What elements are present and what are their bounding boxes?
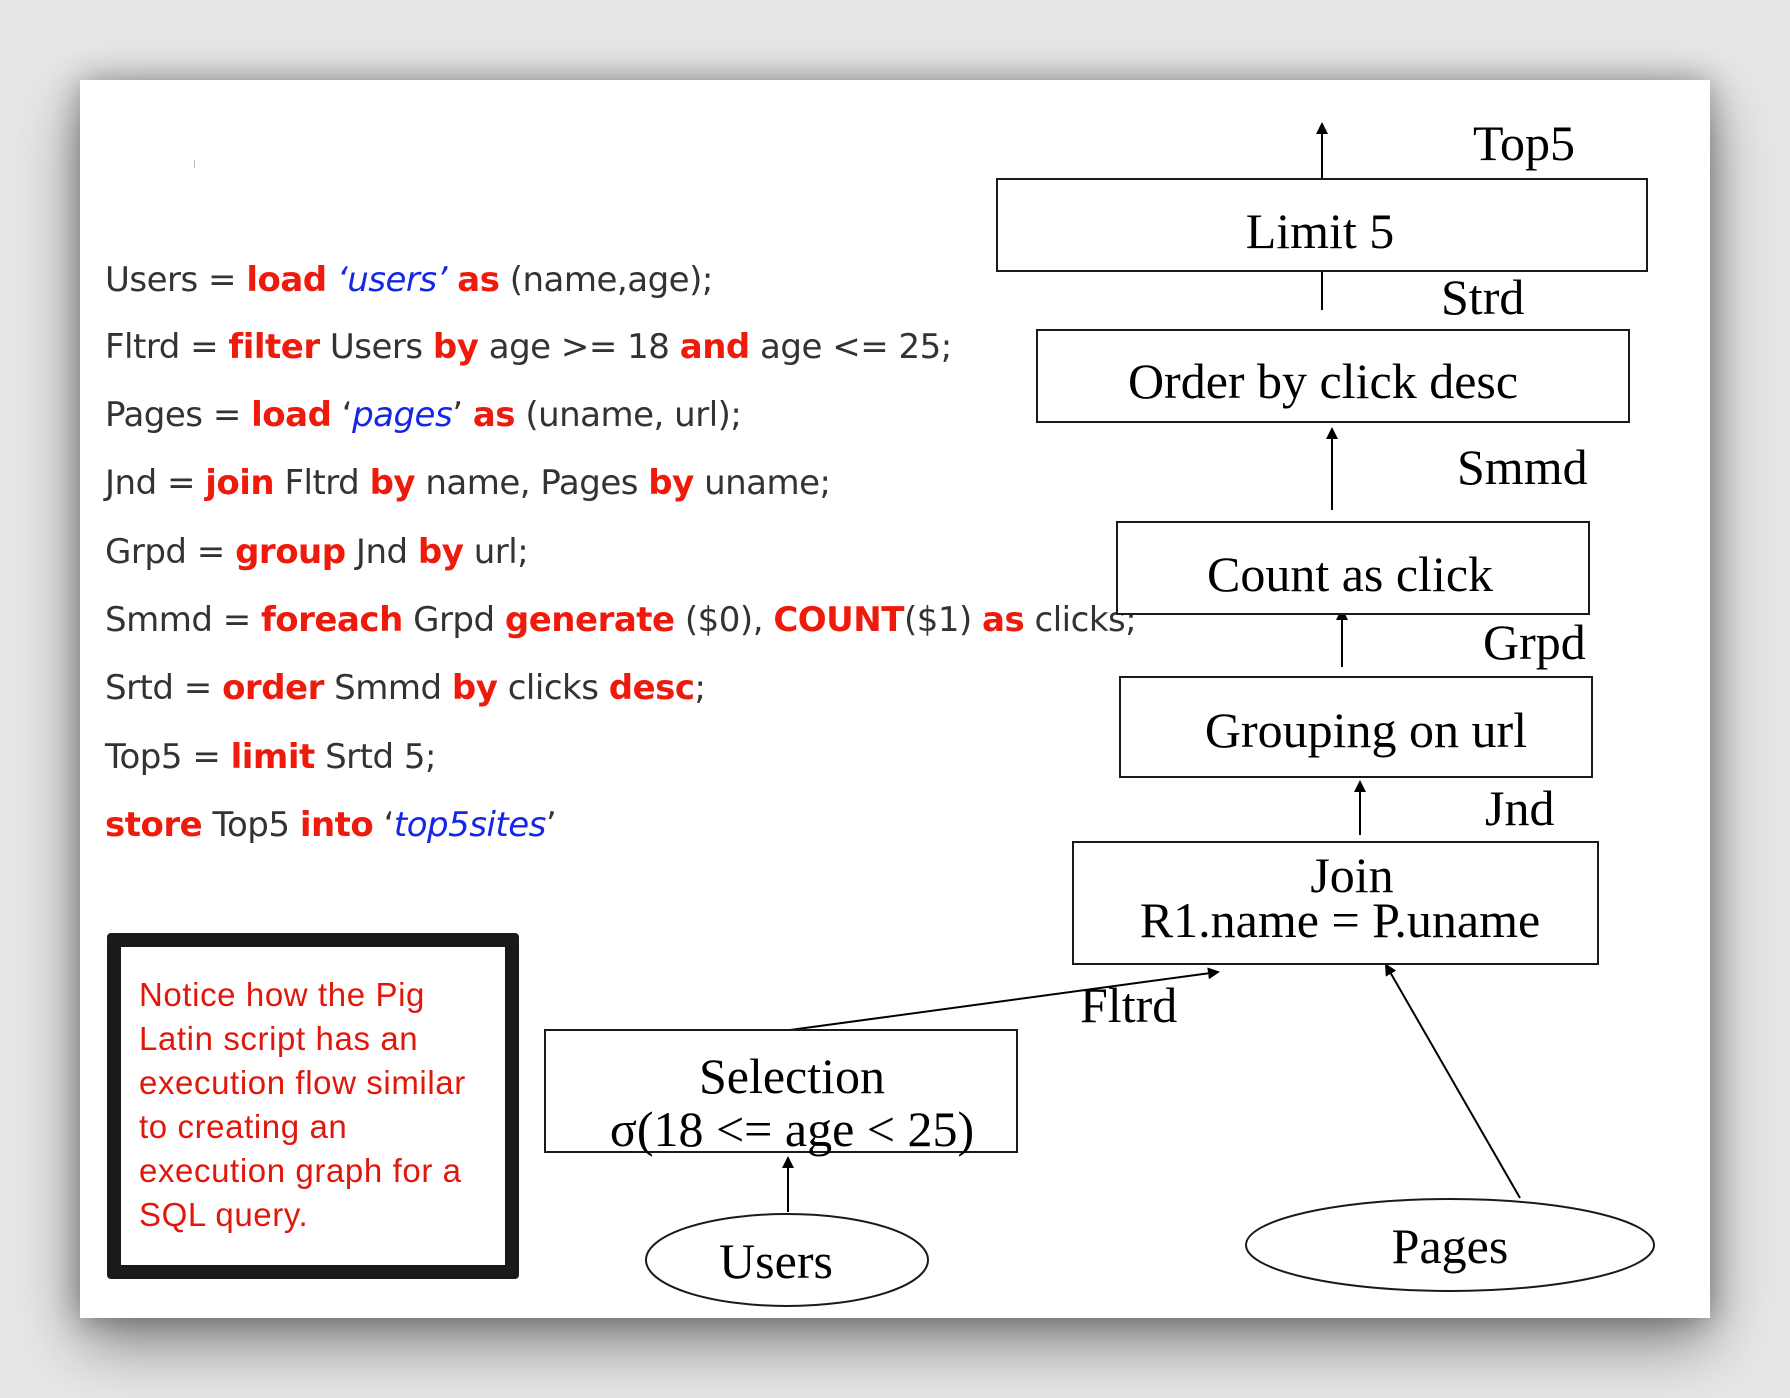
slide: Users = load ‘users’ as (name,age); Fltr… (80, 80, 1710, 1318)
code-text: Grpd (402, 600, 505, 640)
code-keyword: by (369, 463, 416, 503)
code-text: Jnd (345, 532, 418, 572)
node-join-label: Join (1310, 847, 1393, 903)
node-users-label: Users (719, 1233, 833, 1289)
code-line: Top5 = limit Srtd 5; (105, 737, 436, 777)
code-text: uname; (693, 463, 831, 503)
code-keyword: COUNT (773, 600, 904, 640)
code-text: ; (694, 668, 706, 708)
node-selection: Selection σ(18 <= age < 25) (544, 1029, 1018, 1157)
stray-mark (194, 160, 195, 168)
code-text: Srtd = (105, 668, 223, 708)
code-keyword: by (451, 668, 498, 708)
edge-label-jnd: Jnd (1485, 780, 1554, 836)
code-keyword: store (105, 805, 203, 845)
code-line: store Top5 into ‘top5sites’ (105, 805, 557, 845)
code-keyword: as (982, 600, 1025, 640)
node-selection-condition: σ(18 <= age < 25) (610, 1101, 974, 1157)
code-text: ‘ (331, 395, 353, 435)
code-text: Fltrd = (105, 327, 229, 367)
notice-text: Notice how the Pig Latin script has an e… (139, 976, 466, 1233)
code-text: Smmd (323, 668, 452, 708)
code-text: Grpd = (105, 532, 236, 572)
code-keyword: generate (504, 600, 675, 640)
code-line: Users = load ‘users’ as (name,age); (105, 260, 713, 300)
code-text: Srtd 5; (314, 737, 436, 777)
code-keyword: as (457, 260, 500, 300)
code-string: pages (352, 395, 453, 435)
code-text: clicks (497, 668, 609, 708)
code-text: Users (319, 327, 433, 367)
code-text: name, Pages (415, 463, 649, 503)
code-keyword: order (222, 668, 324, 708)
code-text: Users = (105, 260, 247, 300)
code-keyword: desc (608, 668, 695, 708)
node-selection-label: Selection (699, 1048, 885, 1104)
code-text: Jnd = (105, 463, 206, 503)
code-text: age >= 18 (478, 327, 680, 367)
node-order-label: Order by click desc (1128, 353, 1518, 409)
node-group-label: Grouping on url (1205, 702, 1527, 758)
code-text: Smmd = (105, 600, 262, 640)
edge-label-smmd: Smmd (1457, 439, 1588, 495)
node-limit-label: Limit 5 (1246, 203, 1395, 259)
code-text: Top5 (202, 805, 300, 845)
code-text: (uname, url); (515, 395, 742, 435)
notice-box: Notice how the Pig Latin script has an e… (107, 933, 519, 1279)
code-line: Srtd = order Smmd by clicks desc; (105, 668, 706, 708)
edge-label-fltrd: Fltrd (1080, 977, 1177, 1033)
node-order: Order by click desc (1036, 329, 1630, 423)
code-line: Grpd = group Jnd by url; (105, 532, 529, 572)
code-keyword: by (432, 327, 479, 367)
code-text: Fltrd (274, 463, 370, 503)
code-keyword: by (417, 532, 464, 572)
code-keyword: load (246, 260, 327, 300)
node-join: Join R1.name = P.uname (1072, 841, 1599, 965)
code-keyword: foreach (261, 600, 403, 640)
node-join-condition: R1.name = P.uname (1140, 892, 1540, 948)
node-group: Grouping on url (1119, 676, 1593, 778)
code-string: ‘users’ (336, 260, 448, 300)
node-limit: Limit 5 (996, 178, 1648, 272)
code-line: Smmd = foreach Grpd generate ($0), COUNT… (105, 600, 1137, 640)
code-text: Top5 = (105, 737, 231, 777)
code-line: Pages = load ‘pages’ as (uname, url); (105, 395, 742, 435)
code-keyword: limit (230, 737, 316, 777)
edge-label-grpd: Grpd (1483, 614, 1586, 670)
code-line: Jnd = join Fltrd by name, Pages by uname… (105, 463, 831, 503)
code-text: (name,age); (499, 260, 714, 300)
code-keyword: and (679, 327, 751, 367)
code-text: Pages = (105, 395, 252, 435)
edge-label-strd: Strd (1441, 269, 1524, 325)
code-keyword: into (299, 805, 374, 845)
code-text: ’ (452, 395, 473, 435)
code-keyword: filter (228, 327, 320, 367)
code-string: top5sites (393, 805, 546, 845)
code-keyword: group (235, 532, 346, 572)
code-keyword: by (648, 463, 694, 503)
node-count: Count as click (1116, 521, 1590, 615)
node-count-label: Count as click (1207, 546, 1493, 602)
code-text: url; (463, 532, 529, 572)
code-line: Fltrd = filter Users by age >= 18 and ag… (105, 327, 952, 367)
node-pages: Pages (1245, 1198, 1655, 1292)
code-text: ‘ (373, 805, 395, 845)
node-users: Users (645, 1213, 929, 1307)
code-keyword: as (472, 395, 516, 435)
code-text: ($0), (674, 600, 774, 640)
edge-label-top5: Top5 (1473, 115, 1575, 171)
code-text: age <= 25; (749, 327, 952, 367)
edge-selection-to-join (789, 967, 1220, 1031)
execution-graph: Limit 5 Order by click desc Count as cli… (544, 115, 1655, 1307)
code-text: ’ (545, 805, 557, 845)
code-keyword: load (251, 395, 332, 435)
code-keyword: join (205, 463, 275, 503)
code-text: ($1) (903, 600, 983, 640)
node-pages-label: Pages (1392, 1218, 1509, 1274)
edge-pages-to-join (1385, 963, 1521, 1199)
